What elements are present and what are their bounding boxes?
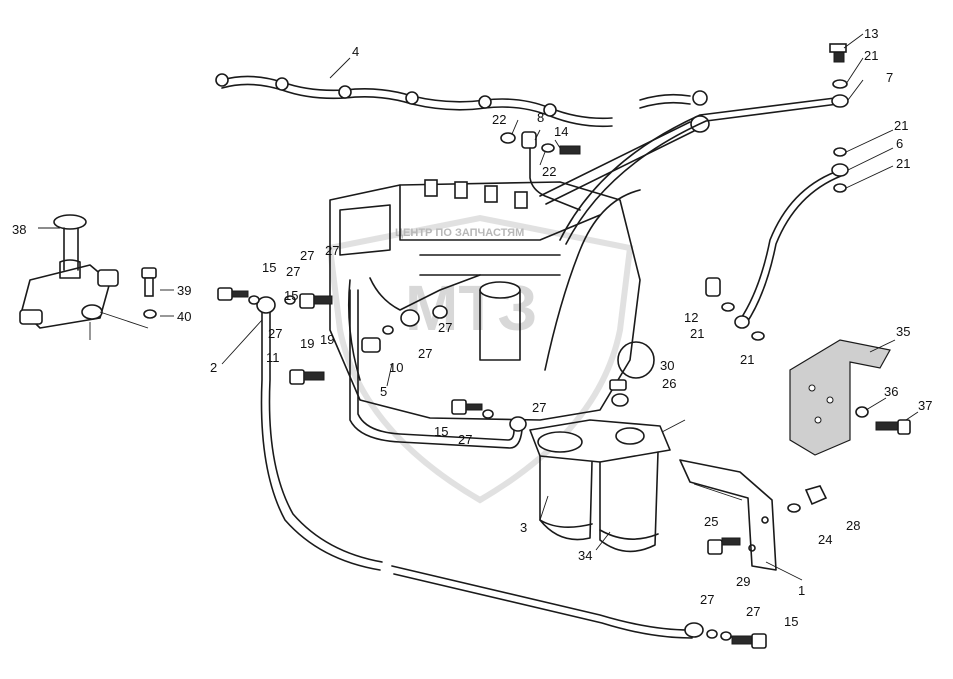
callout-36: 36 (884, 384, 898, 399)
bolt-11 (289, 369, 325, 385)
callout-labels: 1 2 3 4 5 6 7 8 10 11 12 13 14 15 15 15 … (12, 26, 932, 629)
callout-27-j: 27 (300, 248, 314, 263)
callout-3: 3 (520, 520, 527, 535)
pipe-2 (217, 287, 767, 649)
callout-30: 30 (660, 358, 674, 373)
callout-22-a: 22 (492, 112, 506, 127)
callout-27-b: 27 (286, 264, 300, 279)
callout-19-b: 19 (320, 332, 334, 347)
callout-15-a: 15 (262, 260, 276, 275)
callout-15-b: 15 (284, 288, 298, 303)
bracket-35 (789, 339, 911, 456)
callout-15-c: 15 (434, 424, 448, 439)
callout-15-d: 15 (784, 614, 798, 629)
bolt-15-upper (284, 293, 333, 309)
callout-35: 35 (896, 324, 910, 339)
callout-24: 24 (818, 532, 832, 547)
callout-27-e: 27 (418, 346, 432, 361)
callout-25: 25 (704, 514, 718, 529)
priming-pump-38 (19, 214, 119, 329)
callout-8: 8 (537, 110, 544, 125)
callout-21-b: 21 (894, 118, 908, 133)
callout-27-c: 27 (268, 326, 282, 341)
callout-21-d: 21 (690, 326, 704, 341)
watermark-arc-text: ЦЕНТР ПО ЗАПЧАСТЯМ (395, 227, 524, 239)
callout-19-a: 19 (300, 336, 314, 351)
callout-6: 6 (896, 136, 903, 151)
callout-14: 14 (554, 124, 568, 139)
callout-27-a: 27 (325, 243, 339, 258)
callout-11: 11 (266, 350, 280, 365)
watermark-letters: МТЗ (405, 272, 538, 344)
callout-27-g: 27 (532, 400, 546, 415)
fuel-filter-3-34 (529, 379, 671, 553)
pipe-5 (349, 289, 527, 449)
callout-28: 28 (846, 518, 860, 533)
callout-7: 7 (886, 70, 893, 85)
callout-27-f: 27 (458, 432, 472, 447)
callout-5: 5 (380, 384, 387, 399)
callout-27-i: 27 (746, 604, 760, 619)
callout-29: 29 (736, 574, 750, 589)
return-pipe-7 (544, 43, 849, 371)
callout-34: 34 (578, 548, 592, 563)
callout-37: 37 (918, 398, 932, 413)
callout-2: 2 (210, 360, 217, 375)
callout-21-a: 21 (864, 48, 878, 63)
callout-21-c: 21 (896, 156, 910, 171)
callout-21-e: 21 (740, 352, 754, 367)
callout-10: 10 (389, 360, 403, 375)
callout-1: 1 (798, 583, 805, 598)
watermark: ЦЕНТР ПО ЗАПЧАСТЯМ МТЗ (326, 214, 634, 504)
bracket-1 (679, 459, 828, 571)
callout-39: 39 (177, 283, 191, 298)
callout-4: 4 (352, 44, 359, 59)
callout-12: 12 (684, 310, 698, 325)
callout-27-d: 27 (438, 320, 452, 335)
leak-off-hose-4 (215, 73, 708, 128)
bolt-39 (141, 267, 157, 319)
callout-22-b: 22 (542, 164, 556, 179)
leader-lines (38, 33, 919, 581)
callout-13: 13 (864, 26, 878, 41)
callout-27-h: 27 (700, 592, 714, 607)
banjo-fitting-8 (500, 115, 710, 211)
pipe-6 (705, 147, 849, 341)
pipe-10 (361, 274, 481, 353)
callout-40: 40 (177, 309, 191, 324)
callout-26: 26 (662, 376, 676, 391)
callout-38: 38 (12, 222, 26, 237)
